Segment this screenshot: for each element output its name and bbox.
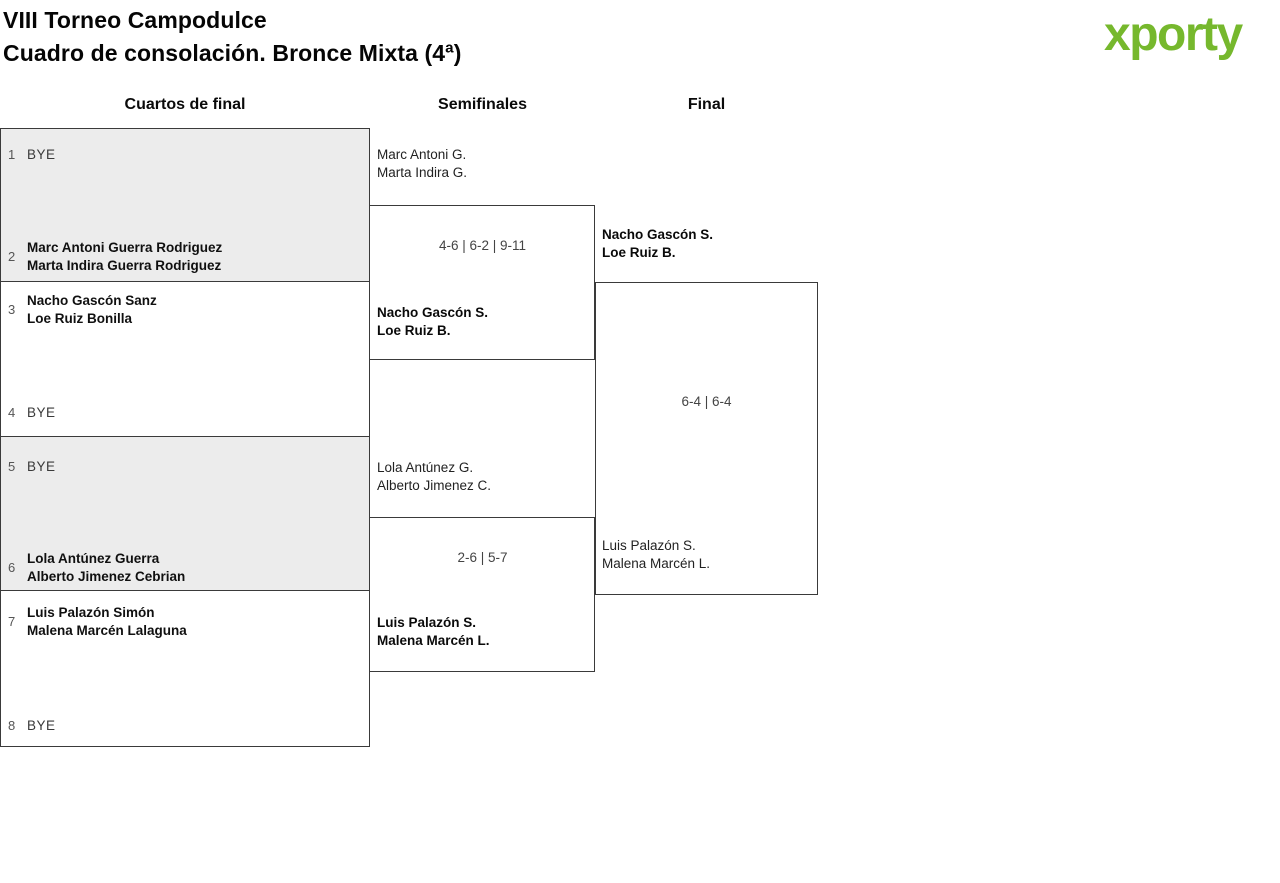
player-2-name: Malena Marcén L. [377,633,490,648]
final-score: 6-4 | 6-4 [681,394,732,409]
team-names: Lola Antúnez Guerra Alberto Jimenez Cebr… [27,550,185,586]
semifinal-1-top-team: Marc Antoni G. Marta Indira G. [377,146,467,182]
team-entry-seed-1: 1 BYE [0,146,56,164]
semifinal-1-bottom-team: Nacho Gascón S. Loe Ruiz B. [377,304,488,340]
match-box-quarterfinal-4 [0,591,370,747]
seed-number: 1 [8,147,16,162]
seed-number: 7 [8,614,16,629]
team-entry-seed-8: 8 BYE [0,717,56,735]
round-header-final: Final [687,96,726,113]
page-title: VIII Torneo Campodulce Cuadro de consola… [3,4,462,70]
player-2-name: Loe Ruiz B. [377,323,451,338]
bracket-subtitle: Cuadro de consolación. Bronce Mixta (4ª) [3,40,462,66]
round-header-semifinals: Semifinales [438,96,527,113]
seed-number: 6 [8,560,16,575]
team-entry-seed-3: 3 Nacho Gascón Sanz Loe Ruiz Bonilla [0,292,157,328]
logo-wordmark: xporty [1104,8,1243,61]
team-names: BYE [27,459,56,474]
final-top-team: Nacho Gascón S. Loe Ruiz B. [602,226,713,262]
player-1-name: Nacho Gascón S. [602,227,714,242]
player-2-name: Loe Ruiz B. [602,245,676,260]
final-bottom-team: Luis Palazón S. Malena Marcén L. [602,537,710,573]
player-2-name: Marta Indira G. [377,165,468,180]
player-1-name: Luis Palazón S. [602,538,696,553]
team-names: BYE [27,718,56,733]
team-entry-seed-2: 2 Marc Antoni Guerra Rodriguez Marta Ind… [0,239,222,275]
player-2-name: Loe Ruiz Bonilla [27,311,133,326]
seed-number: 5 [8,459,16,474]
player-2-name: Alberto Jimenez Cebrian [27,569,186,584]
match-box-semifinal-2 [370,517,595,672]
player-2-name: Alberto Jimenez C. [377,478,492,493]
match-box-final [595,282,818,595]
player-1-name: Lola Antúnez G. [377,460,474,475]
player-1-name: Lola Antúnez Guerra [27,551,160,566]
player-2-name: Malena Marcén L. [602,556,711,571]
match-box-semifinal-1 [370,205,595,360]
player-2-name: Marta Indira Guerra Rodriguez [27,258,222,273]
match-box-quarterfinal-1 [0,128,370,282]
team-names: BYE [27,405,56,420]
semifinal-2-score: 2-6 | 5-7 [457,550,508,565]
match-box-quarterfinal-2 [0,282,370,437]
seed-number: 3 [8,302,16,317]
player-1-name: Marc Antoni Guerra Rodriguez [27,240,223,255]
semifinal-2-top-team: Lola Antúnez G. Alberto Jimenez C. [377,459,491,495]
team-entry-seed-6: 6 Lola Antúnez Guerra Alberto Jimenez Ce… [0,550,185,586]
semifinal-2-bottom-team: Luis Palazón S. Malena Marcén L. [377,614,490,650]
tournament-name: VIII Torneo Campodulce [3,7,267,33]
team-entry-seed-5: 5 BYE [0,458,56,476]
team-entry-seed-7: 7 Luis Palazón Simón Malena Marcén Lalag… [0,604,187,640]
team-entry-seed-4: 4 BYE [0,404,56,422]
semifinal-1-score: 4-6 | 6-2 | 9-11 [438,238,527,253]
player-1-name: Marc Antoni G. [377,147,467,162]
player-2-name: Malena Marcén Lalaguna [27,623,187,638]
round-header-quarterfinals: Cuartos de final [124,96,246,113]
player-1-name: Nacho Gascón Sanz [27,293,157,308]
team-names: Nacho Gascón Sanz Loe Ruiz Bonilla [27,292,157,328]
player-1-name: Luis Palazón S. [377,615,477,630]
match-box-quarterfinal-3 [0,437,370,591]
team-names: BYE [27,147,56,162]
seed-number: 2 [8,249,16,264]
seed-number: 8 [8,718,16,733]
seed-number: 4 [8,405,16,420]
team-names: Luis Palazón Simón Malena Marcén Lalagun… [27,604,187,640]
player-1-name: Luis Palazón Simón [27,605,155,620]
team-names: Marc Antoni Guerra Rodriguez Marta Indir… [27,239,222,275]
player-1-name: Nacho Gascón S. [377,305,489,320]
